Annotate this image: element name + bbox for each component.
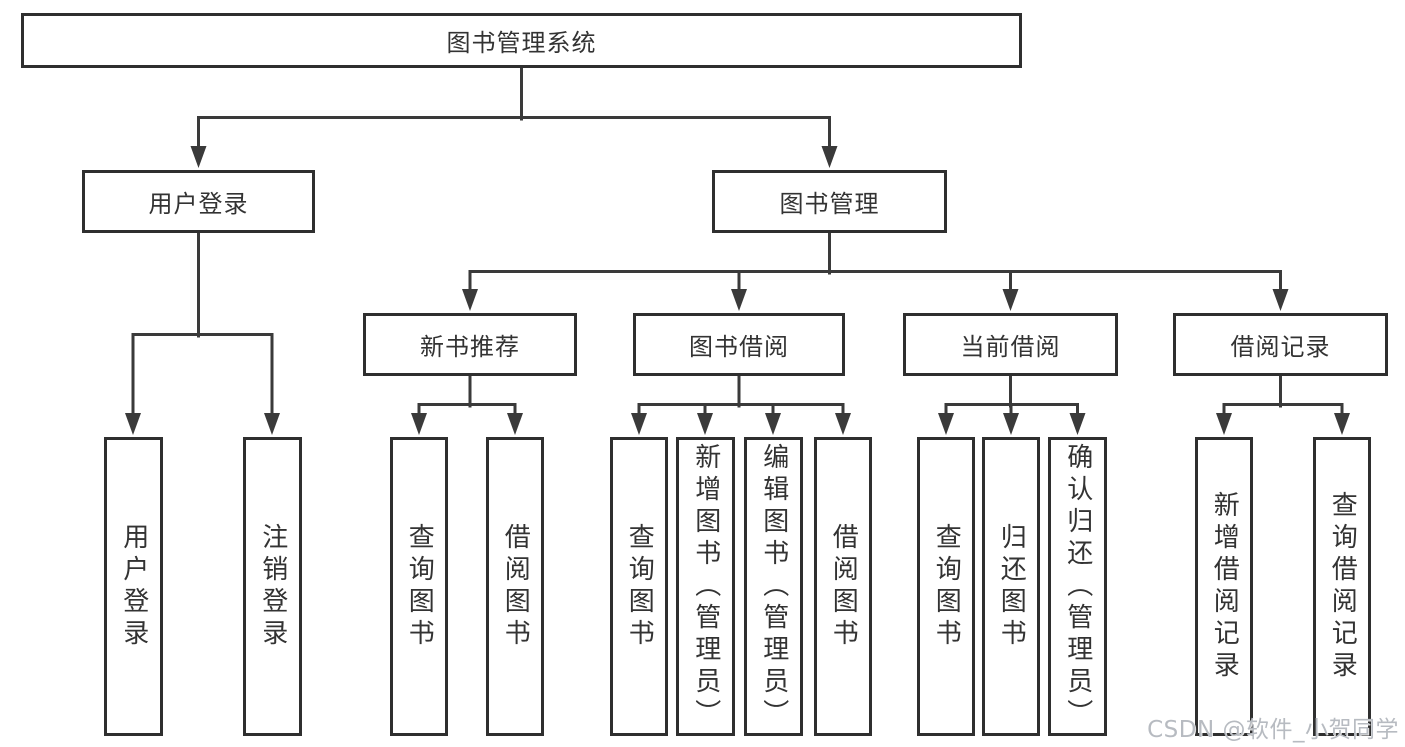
node-label: 新书推荐 [420,333,520,361]
node-label: 查询图书 [931,522,962,651]
node-label: 借阅图书 [500,522,531,651]
leaf-borrow-books-1: 借阅图书 [486,437,544,736]
leaf-user-login: 用户登录 [104,437,163,736]
leaf-confirm-return-admin: 确认归还（管理员） [1048,437,1107,736]
node-label: 注销登录 [257,522,288,651]
node-book-management: 图书管理 [712,170,947,233]
node-label: 查询借阅记录 [1327,490,1358,683]
leaf-add-borrow-record: 新增借阅记录 [1195,437,1253,736]
node-label: 借阅图书 [828,522,859,651]
leaf-query-books-2: 查询图书 [610,437,668,736]
leaf-query-books-3: 查询图书 [917,437,975,736]
node-label: 确认归还（管理员） [1062,442,1093,731]
node-label: 查询图书 [624,522,655,651]
leaf-borrow-books-2: 借阅图书 [814,437,872,736]
node-label: 用户登录 [118,522,149,651]
leaf-edit-books-admin: 编辑图书（管理员） [744,437,803,736]
node-book-borrow: 图书借阅 [633,313,845,376]
leaf-return-books: 归还图书 [982,437,1040,736]
node-label: 图书借阅 [689,333,789,361]
node-new-book-recommend: 新书推荐 [363,313,577,376]
node-label: 编辑图书（管理员） [758,442,789,731]
node-label: 借阅记录 [1230,333,1331,361]
leaf-logout: 注销登录 [243,437,302,736]
leaf-query-books-1: 查询图书 [390,437,448,736]
node-user-login: 用户登录 [82,170,315,233]
leaf-query-borrow-record: 查询借阅记录 [1313,437,1371,736]
node-label: 图书管理系统 [446,29,597,57]
node-label: 归还图书 [996,522,1027,651]
node-label: 查询图书 [404,522,435,651]
node-root-library-system: 图书管理系统 [21,13,1022,68]
node-label: 当前借阅 [960,333,1061,361]
node-label: 图书管理 [779,190,880,218]
leaf-add-books-admin: 新增图书（管理员） [676,437,735,736]
node-current-borrow: 当前借阅 [903,313,1118,376]
node-borrow-record: 借阅记录 [1173,313,1388,376]
arrowheads [125,146,1350,435]
node-label: 新增借阅记录 [1209,490,1240,683]
node-label: 新增图书（管理员） [690,442,721,731]
csdn-watermark: CSDN @软件_小贺同学 [1147,717,1399,743]
node-label: 用户登录 [148,190,249,218]
